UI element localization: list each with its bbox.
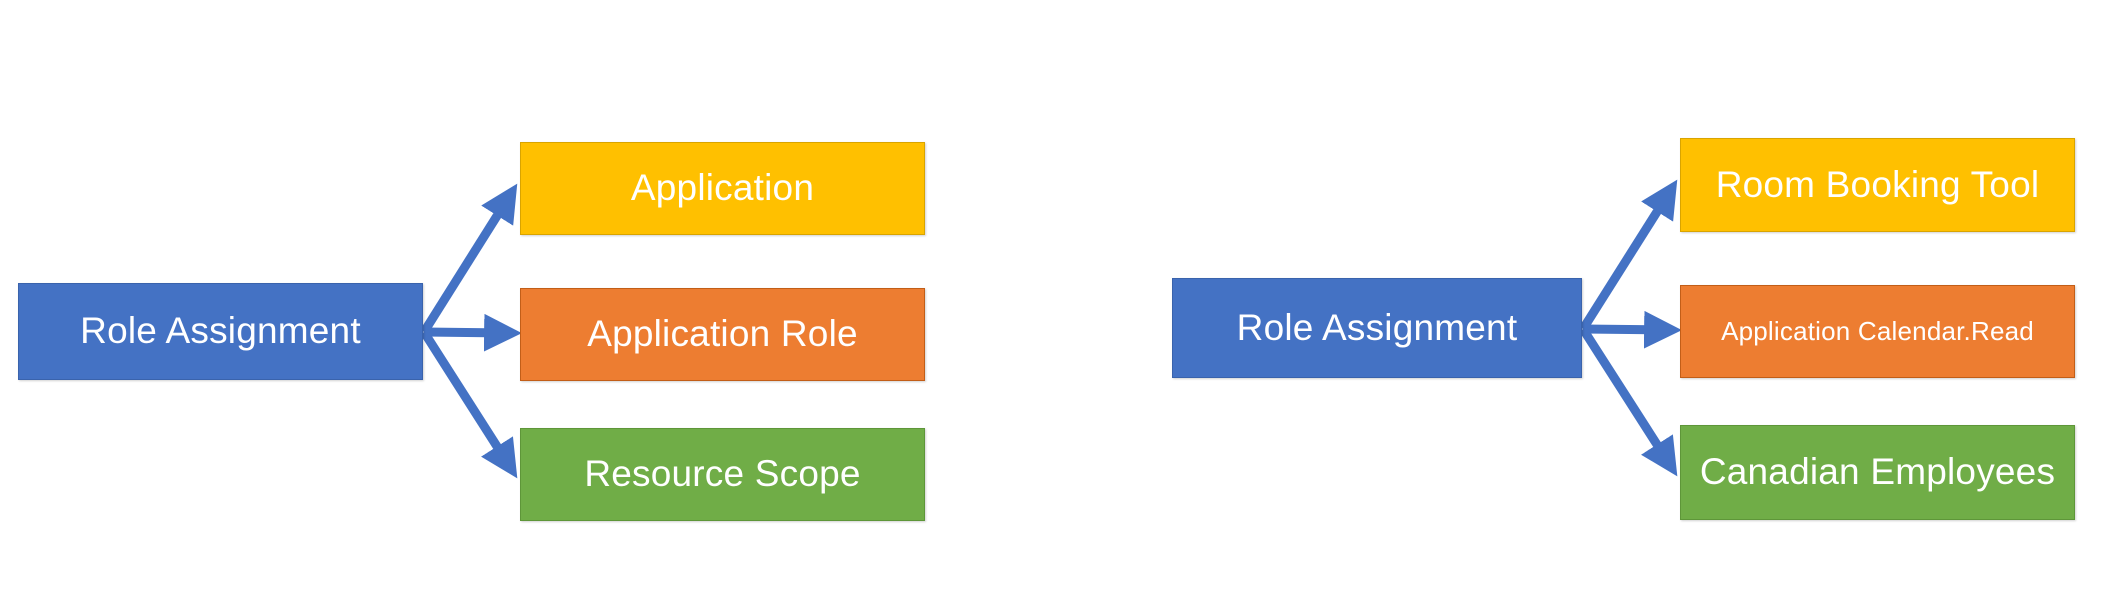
node-label: Role Assignment [80,310,361,352]
target-box-room-booking-tool[interactable]: Room Booking Tool [1680,138,2075,232]
target-box-resource-scope[interactable]: Resource Scope [520,428,925,521]
source-box-role-assignment[interactable]: Role Assignment [1172,278,1582,378]
target-box-application-calendar-read[interactable]: Application Calendar.Read [1680,285,2075,378]
target-box-application-role[interactable]: Application Role [520,288,925,381]
source-box-role-assignment[interactable]: Role Assignment [18,283,423,380]
node-label: Application Role [587,313,858,355]
target-box-application[interactable]: Application [520,142,925,235]
node-label: Application [630,167,815,209]
node-label: Role Assignment [1236,306,1518,348]
target-box-canadian-employees[interactable]: Canadian Employees [1680,425,2075,520]
node-label: Resource Scope [584,453,861,495]
node-label: Canadian Employees [1699,451,2056,493]
node-label: Room Booking Tool [1715,163,2040,205]
node-label: Application Calendar.Read [1721,316,2034,347]
